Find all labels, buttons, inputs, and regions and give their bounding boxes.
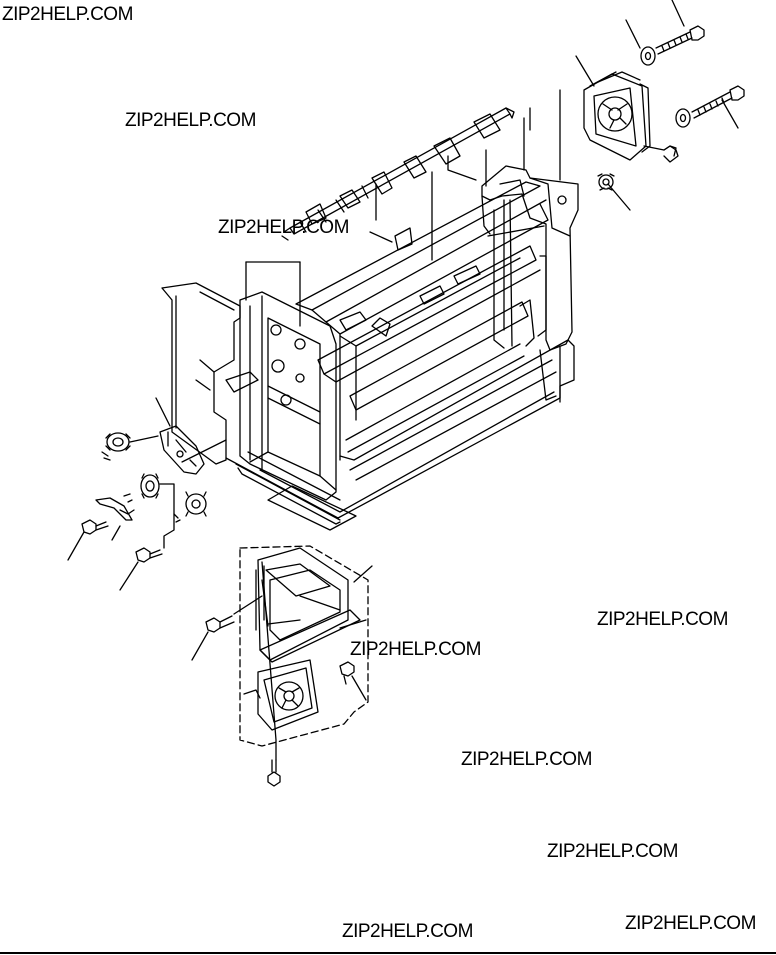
watermark: ZIP2HELP.COM: [461, 749, 592, 770]
lower-duct-assembly: [192, 546, 372, 786]
watermark: ZIP2HELP.COM: [547, 841, 678, 862]
right-fan-assembly: [530, 0, 744, 180]
watermark: ZIP2HELP.COM: [350, 639, 481, 660]
page-bottom-rule: [0, 952, 776, 954]
watermark: ZIP2HELP.COM: [2, 4, 133, 25]
watermark: ZIP2HELP.COM: [218, 217, 349, 238]
feed-roller-assembly: [282, 108, 514, 240]
main-chassis-frame: [162, 118, 578, 530]
watermark: ZIP2HELP.COM: [342, 921, 473, 942]
right-small-gear: [598, 174, 630, 210]
watermark: ZIP2HELP.COM: [625, 913, 756, 934]
watermark: ZIP2HELP.COM: [597, 609, 728, 630]
watermark: ZIP2HELP.COM: [125, 110, 256, 131]
left-gear-assembly: [68, 398, 226, 590]
